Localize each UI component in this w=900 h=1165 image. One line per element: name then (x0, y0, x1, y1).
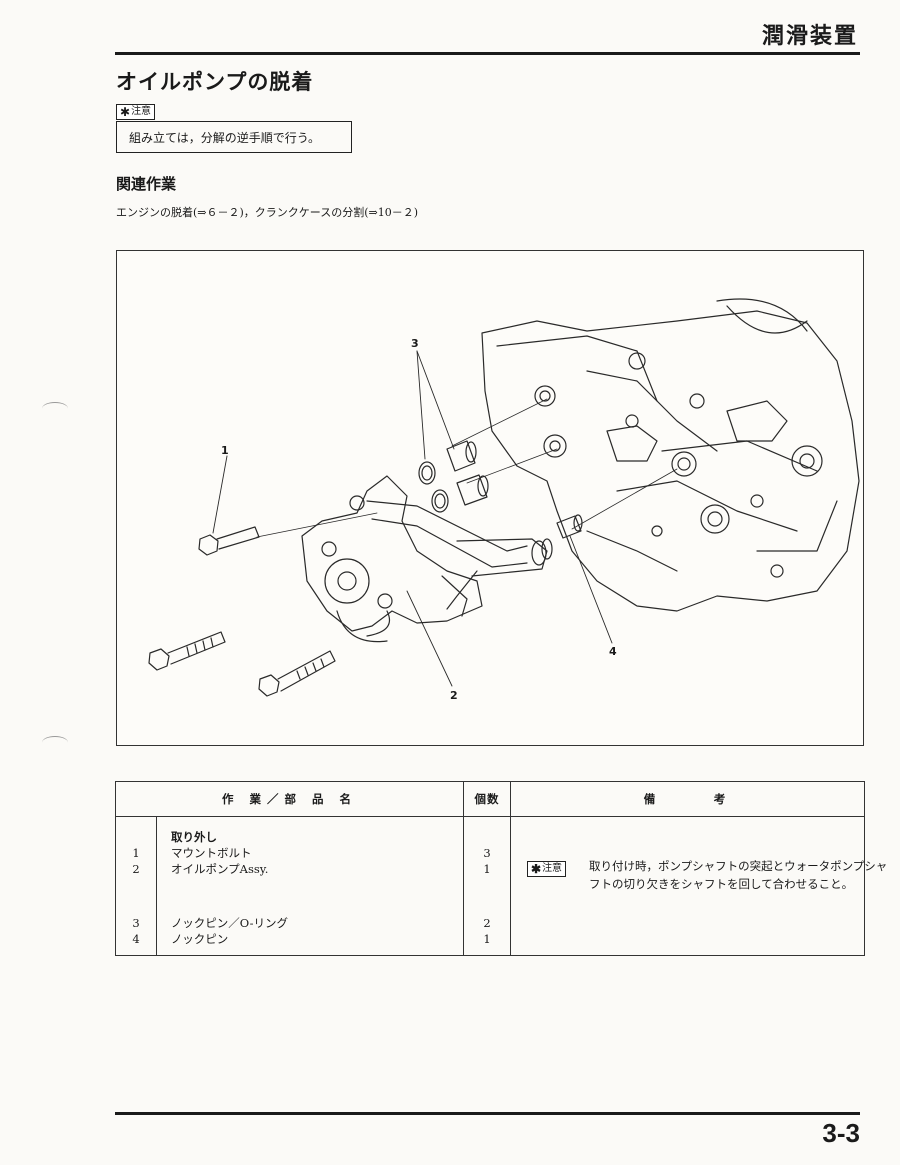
item-qty-column: 3 1 2 1 (463, 816, 511, 956)
caution-note-box: 組み立ては，分解の逆手順で行う。 (116, 121, 352, 153)
item-name: ノックピン／O-リング (171, 916, 289, 930)
alignment-guide-lines (256, 398, 678, 538)
mount-bolt (258, 650, 336, 697)
table-body-row: 1 2 3 4 取り外し マウントボルト オイルポンプAssy. ノックピン／O… (115, 816, 887, 956)
remarks-column: ✱ 注意 取り付け時，ポンプシャフトの突起とウォータポンプシャフトの切り欠きをシ… (510, 816, 887, 956)
item-number-column: 1 2 3 4 (115, 816, 157, 956)
remark-caution-badge: ✱ 注意 (527, 861, 567, 877)
mount-bolt (198, 526, 260, 556)
caution-label: 注意 (542, 863, 563, 874)
caution-label: 注意 (131, 106, 152, 117)
item-name: マウントボルト (171, 846, 252, 860)
callout-4: 4 (609, 645, 617, 658)
dowel-pins-o-rings (418, 440, 489, 513)
caution-star-icon: ✱ (120, 105, 131, 119)
page-number: 3-3 (822, 1118, 860, 1148)
related-work-text: エンジンの脱着(⇒６－２)，クランクケースの分割(⇒10－２) (116, 206, 419, 219)
header-rule (115, 52, 860, 55)
callout-3: 3 (411, 337, 419, 350)
callout-leader-lines (212, 350, 613, 687)
item-number: 4 (132, 932, 140, 946)
item-qty: 3 (483, 846, 491, 860)
parts-table: 作 業／部 品 名 個数 備 考 1 2 3 4 取り外し マウントボルト オイ… (115, 781, 887, 956)
crankcase-drawing (481, 298, 860, 612)
oil-pump-exploded-diagram (148, 298, 860, 697)
item-qty: 1 (483, 862, 491, 876)
item-number: 3 (132, 916, 140, 930)
page-title: オイルポンプの脱着 (116, 70, 314, 94)
exploded-view-figure: 1 2 3 4 (116, 250, 864, 746)
related-work-heading: 関連作業 (116, 175, 177, 193)
oil-pump-assembly (301, 475, 553, 643)
header-work-part: 作 業／部 品 名 (115, 781, 464, 817)
item-name-column: 取り外し マウントボルト オイルポンプAssy. ノックピン／O-リング ノック… (156, 816, 464, 956)
hole-punch-mark (42, 736, 68, 749)
footer-rule (115, 1112, 860, 1115)
item-name: ノックピン (171, 932, 229, 946)
caution-star-icon: ✱ (531, 862, 542, 876)
item-number: 1 (132, 846, 140, 860)
table-header-row: 作 業／部 品 名 個数 備 考 (115, 781, 865, 817)
header-remarks: 備 考 (510, 781, 865, 817)
remark-text: 取り付け時，ポンプシャフトの突起とウォータポンプシャフトの切り欠きをシャフトを回… (589, 859, 888, 891)
callout-2: 2 (450, 689, 458, 702)
dowel-pin-4 (556, 514, 583, 539)
item-qty: 1 (483, 932, 491, 946)
header-qty: 個数 (463, 781, 511, 817)
item-number: 2 (132, 862, 140, 876)
item-name: オイルポンプAssy. (171, 862, 269, 876)
group-heading: 取り外し (171, 830, 217, 844)
hole-punch-mark (42, 402, 68, 415)
item-qty: 2 (483, 916, 491, 930)
section-header: 潤滑装置 (761, 24, 858, 49)
mount-bolt (148, 631, 226, 671)
callout-1: 1 (221, 444, 229, 457)
caution-badge: ✱ 注意 (116, 104, 156, 120)
